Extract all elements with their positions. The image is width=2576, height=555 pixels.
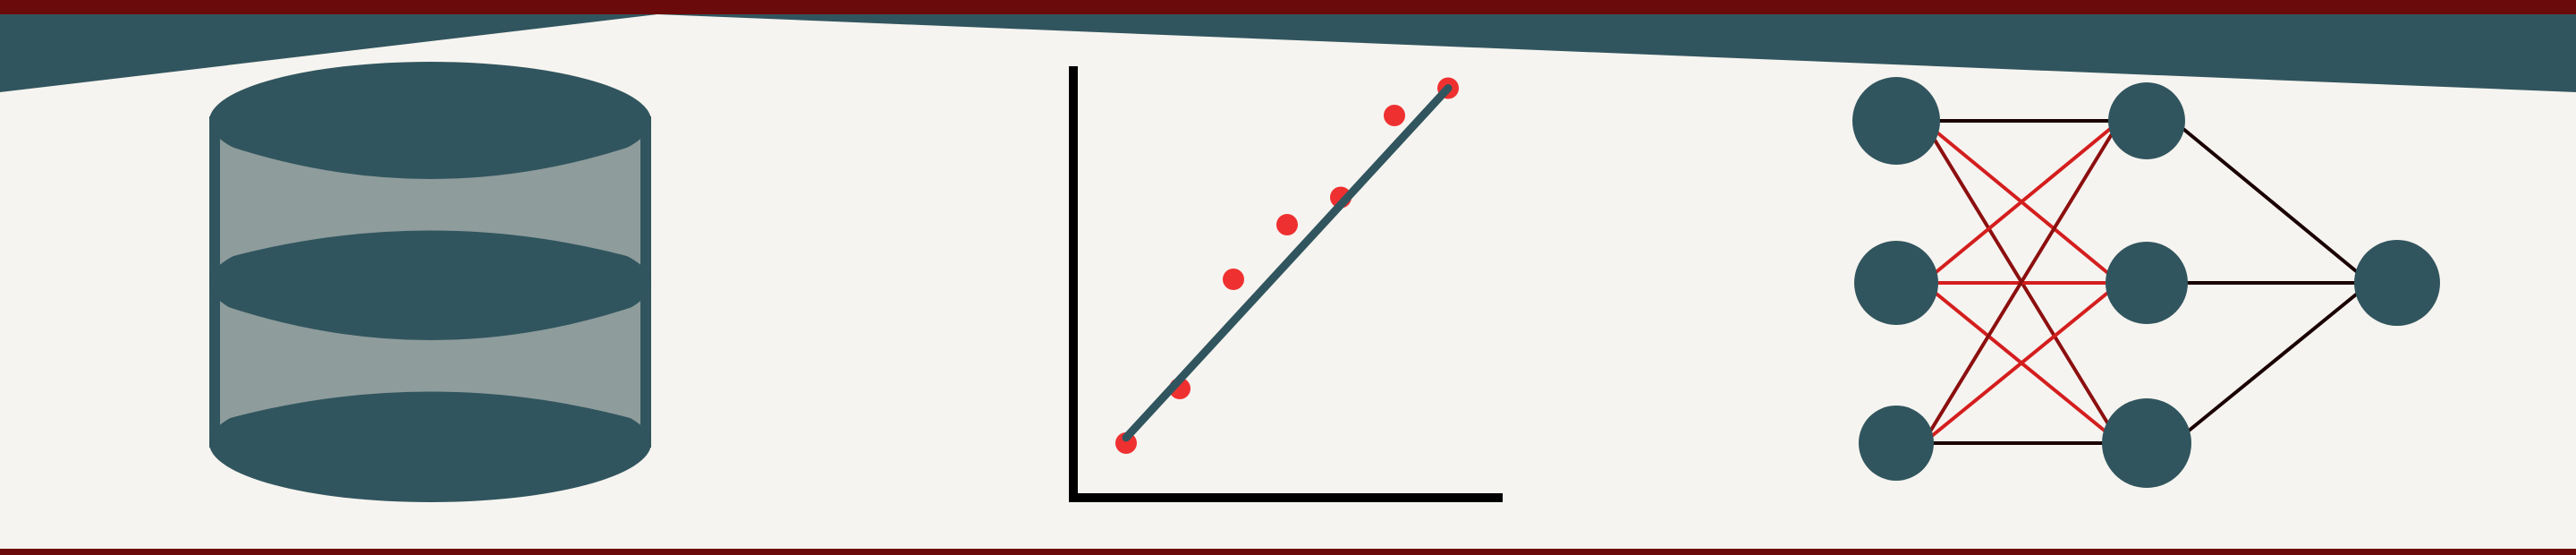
neural-network-icon <box>1852 77 2440 488</box>
neuron-layer3-1 <box>2354 240 2440 326</box>
edge-l1-3-to-l2-2 <box>1921 281 2122 445</box>
database-disk-middle <box>209 224 651 342</box>
scatter-point-4 <box>1276 214 1298 235</box>
database-band-1 <box>220 143 640 260</box>
edge-l1-2-to-l2-1 <box>1921 119 2122 285</box>
scatter-point-3 <box>1223 269 1244 290</box>
neuron-layer2-2 <box>2106 242 2188 324</box>
edge-l2-3-to-l3-1 <box>2172 281 2372 445</box>
edge-l1-3-to-l2-1 <box>1921 119 2122 445</box>
edge-l2-1-to-l3-1 <box>2172 119 2372 285</box>
neuron-layer1-1 <box>1852 77 1940 165</box>
top-header-band <box>0 0 2576 92</box>
regression-line <box>1122 84 1453 442</box>
database-disk-top <box>209 62 651 180</box>
database-icon <box>209 62 651 502</box>
database-disk-bottom <box>209 384 651 502</box>
top-teal-band <box>0 14 2576 92</box>
neuron-layer1-2 <box>1854 241 1938 325</box>
neuron-layer2-1 <box>2108 82 2185 159</box>
neuron-layer1-3 <box>1859 406 1934 481</box>
scatter-point-6 <box>1384 105 1405 126</box>
network-edges <box>1921 119 2372 445</box>
bottom-red-line <box>0 549 2576 555</box>
database-band-2 <box>220 304 640 421</box>
neuron-layer2-3 <box>2102 398 2191 488</box>
network-nodes <box>1852 77 2440 488</box>
top-red-strip <box>0 0 2576 14</box>
scatter-regression-icon <box>1069 66 1503 502</box>
